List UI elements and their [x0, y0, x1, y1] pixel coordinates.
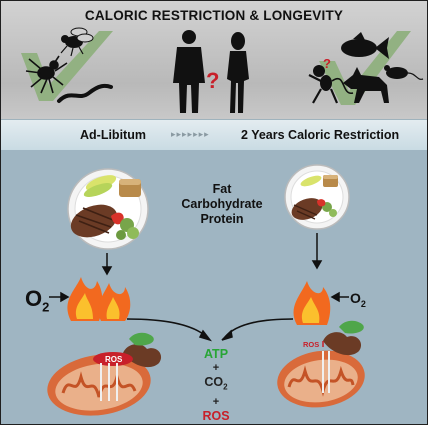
- flame-icon-left: [67, 277, 131, 321]
- ros-label-mito-right: ROS: [303, 340, 319, 349]
- fish-icon: [341, 32, 389, 59]
- plate-caloric-restriction: [284, 164, 350, 230]
- arrow-plate-to-flame-left: [101, 253, 113, 276]
- ad-libitum-label: Ad-Libitum: [80, 128, 146, 142]
- oxygen-arrow-right: [330, 291, 349, 303]
- arrow-left-to-outputs: [126, 318, 213, 342]
- output-co2-subscript: 2: [223, 382, 228, 392]
- metabolic-outputs: ATP + CO2 + ROS: [191, 347, 241, 423]
- spider-icon: [25, 55, 68, 94]
- arrow-right-to-outputs: [221, 318, 294, 341]
- mouse-icon: [384, 65, 424, 80]
- oxygen-left-symbol: O: [25, 286, 43, 311]
- oxygen-label-right: O2: [350, 290, 366, 309]
- output-co2-symbol: CO: [204, 375, 224, 389]
- output-plus-1: +: [212, 362, 220, 374]
- output-ros: ROS: [202, 408, 230, 423]
- woman-icon: [227, 32, 249, 113]
- macro-carbohydrate: Carbohydrate: [181, 197, 263, 211]
- check-icon-left: [21, 31, 113, 101]
- man-icon: [173, 30, 205, 113]
- header-panel: CALORIC RESTRICTION & LONGEVITY: [1, 1, 427, 119]
- figure-title: CALORIC RESTRICTION & LONGEVITY: [84, 8, 344, 23]
- output-plus-2: +: [212, 395, 220, 408]
- fly-icon: [60, 27, 94, 57]
- macro-fat: Fat: [212, 182, 232, 196]
- macronutrient-list: Fat Carbohydrate Protein: [177, 182, 267, 227]
- arrow-plate-to-flame-right: [311, 233, 323, 270]
- macro-protein: Protein: [200, 212, 244, 226]
- flame-icon-right: [293, 281, 331, 325]
- mitochondrion-left: [47, 332, 162, 416]
- oxygen-left-subscript: 2: [42, 299, 50, 315]
- question-mark-humans: ?: [206, 68, 219, 93]
- plate-ad-libitum: [67, 168, 149, 250]
- caloric-restriction-label: 2 Years Caloric Restriction: [241, 128, 400, 142]
- monkey-icon: [308, 65, 354, 104]
- ros-label-mito-left: ROS: [105, 355, 123, 364]
- output-co2: CO2: [191, 375, 241, 395]
- mitochondrion-right: [277, 320, 365, 408]
- oxygen-arrow-left: [49, 291, 70, 303]
- output-atp: ATP: [203, 347, 229, 361]
- timeline-band: Ad-Libitum ▸▸▸▸▸▸▸ 2 Years Caloric Restr…: [1, 119, 427, 151]
- oxygen-label-left: O2: [25, 286, 49, 314]
- dog-icon: [343, 67, 389, 103]
- progress-arrows: ▸▸▸▸▸▸▸: [171, 129, 210, 139]
- worm-icon: [57, 83, 113, 103]
- oxygen-right-subscript: 2: [360, 298, 366, 309]
- check-icon-right: [319, 31, 411, 105]
- oxygen-right-symbol: O: [350, 290, 361, 306]
- question-mark-monkey: ?: [323, 56, 331, 71]
